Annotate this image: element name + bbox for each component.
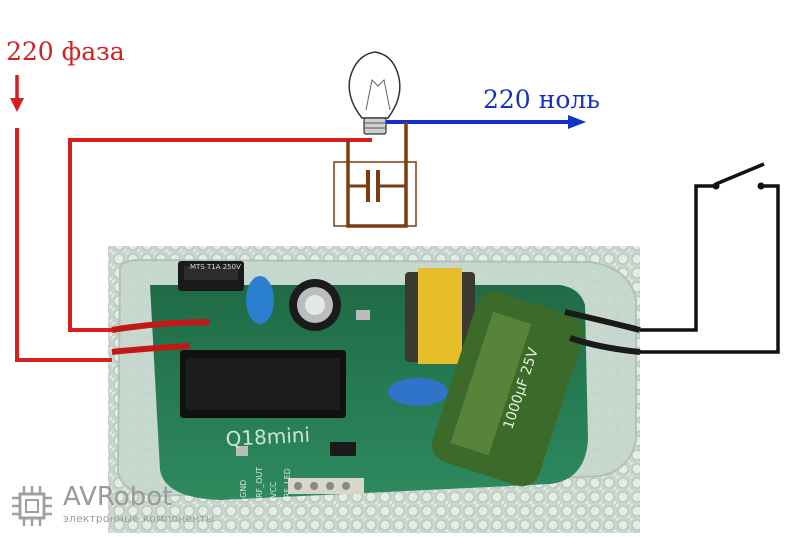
logo: AVRobot электронные компоненты [10, 482, 220, 530]
neutral-wiring [386, 115, 586, 129]
board-model-text: Q18mini [225, 423, 311, 451]
device-lead-red-2 [111, 343, 191, 355]
pin-label-vcc: VCC [269, 481, 278, 498]
pin-label-gnd: GND [239, 480, 248, 498]
phase-wire-to-lamp [68, 138, 372, 332]
transistor-chip [330, 442, 356, 456]
neutral-label: 220 ноль [483, 85, 600, 114]
phase-wiring [10, 75, 372, 362]
pin-header [288, 478, 364, 494]
light-bulb-icon [348, 51, 401, 135]
disc-capacitor [388, 378, 448, 406]
blue-capacitor [246, 276, 274, 324]
phase-wire-input [15, 128, 112, 362]
device-lead-black-2 [569, 335, 641, 355]
capacitor-icon [333, 122, 417, 228]
transformer-tape [418, 268, 462, 364]
logo-name: AVRobot [63, 482, 173, 512]
device-lead-black-1 [564, 309, 641, 333]
pin-label-rf-led: RF_LED [283, 468, 292, 498]
phase-label: 220 фаза [6, 37, 125, 66]
switch-icon [640, 162, 780, 354]
logo-subtitle: электронные компоненты [63, 513, 215, 525]
device-lead-red-1 [111, 319, 211, 333]
chip-logo-icon [12, 486, 52, 526]
fuse-marking-text: MTS T1A 250V [190, 263, 241, 271]
pin-label-rf-out: RF_OUT [255, 467, 264, 498]
device-photo: Q18mini MTS T1A 250V 1000µF 25V GND RF_O… [108, 246, 641, 533]
arrow-right-icon [568, 115, 586, 129]
arrow-down-icon [10, 98, 24, 112]
